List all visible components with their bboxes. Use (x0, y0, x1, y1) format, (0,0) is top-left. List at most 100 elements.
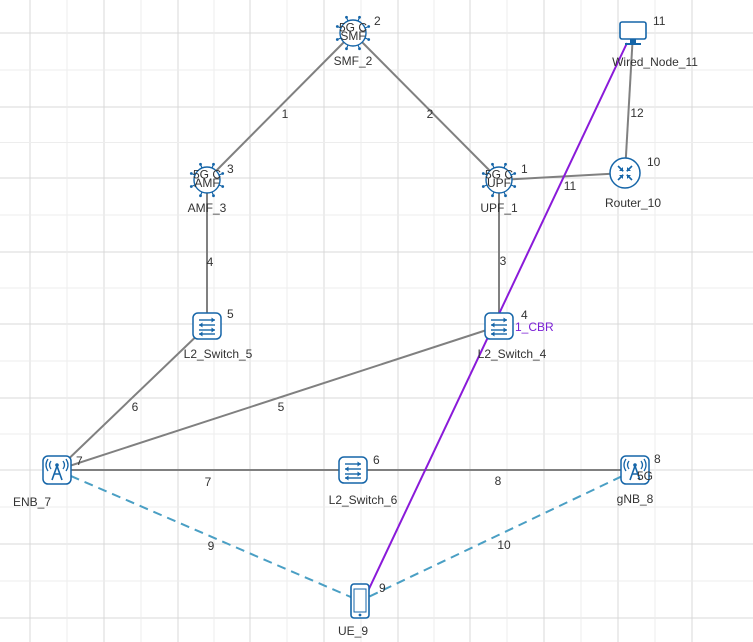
switch-arrowhead (491, 331, 495, 337)
cell-tower-5g-icon[interactable]: 5G (620, 455, 653, 485)
link-12[interactable]: 12 (624, 32, 644, 174)
link-label: 7 (205, 475, 212, 489)
monitor-neck (630, 39, 636, 43)
link-10[interactable]: 10 (359, 469, 636, 602)
icon-text: UPF (487, 176, 511, 190)
phone-body (350, 583, 370, 619)
node-sw6[interactable]: L2_Switch_6 6 (329, 453, 398, 507)
router-arrowheads (619, 167, 631, 179)
switch-arrowhead (503, 327, 507, 333)
node-sw5[interactable]: L2_Switch_55 (184, 307, 253, 361)
link-line[interactable] (56, 469, 361, 602)
antenna-dot (199, 162, 202, 166)
link-label: 11 (564, 179, 577, 193)
link-2[interactable]: 2 (352, 32, 500, 181)
link-label: 5 (278, 400, 285, 414)
link-11[interactable]: 11 (498, 172, 626, 193)
application-label-group[interactable]: 1_CBR (515, 320, 554, 334)
monitor-icon[interactable] (619, 21, 647, 45)
link-line[interactable] (352, 32, 500, 181)
node-number: 9 (379, 581, 386, 595)
icon-text: AMF (194, 176, 219, 190)
icon-text: SMF (340, 29, 365, 43)
node-circle (339, 19, 367, 47)
icon-text: 5G C (339, 21, 367, 35)
antenna-dot (189, 172, 193, 175)
link-line[interactable] (624, 32, 634, 174)
node-name: Router_10 (605, 196, 661, 210)
switch-icon[interactable] (484, 312, 514, 340)
node-number: 1 (521, 162, 528, 176)
node-sw4[interactable]: L2_Switch_4 4 (478, 308, 547, 361)
cell-tower-icon[interactable] (42, 455, 72, 485)
switch-arrowhead (503, 317, 507, 323)
switch-arrowhead (491, 322, 495, 328)
switch-arrowhead (211, 317, 215, 323)
antenna-dot (199, 194, 202, 198)
tower-waves (45, 458, 69, 472)
node-name: AMF_3 (188, 201, 227, 215)
link-label: 4 (207, 255, 214, 269)
link-label: 2 (427, 107, 434, 121)
switch-arrowhead (357, 471, 361, 477)
node-circle (485, 166, 513, 194)
node-name: L2_Switch_6 (329, 493, 398, 507)
link-7[interactable]: 7 (57, 469, 353, 489)
antenna-dot (481, 185, 485, 188)
link-line[interactable] (206, 32, 354, 181)
link-line[interactable] (359, 469, 636, 602)
node-number: 4 (521, 308, 528, 322)
link-line[interactable] (56, 325, 208, 471)
link-label: 10 (497, 538, 511, 552)
node-name: L2_Switch_4 (478, 347, 547, 361)
antenna-dot (335, 38, 339, 41)
link-9[interactable]: 9 (56, 469, 361, 602)
antenna-dot (367, 25, 371, 28)
link-line[interactable] (498, 172, 626, 181)
link-1[interactable]: 1 (206, 32, 354, 181)
node-name: SMF_2 (334, 54, 373, 68)
link-5[interactable]: 5 (56, 325, 500, 471)
node-name: UPF_1 (480, 201, 518, 215)
router-icon[interactable] (609, 157, 641, 189)
node-number: 6 (373, 453, 380, 467)
icon-text: 5G C (485, 168, 513, 182)
switch-icon[interactable] (338, 456, 368, 484)
node-number: 3 (227, 162, 234, 176)
antenna-dot (367, 38, 371, 41)
node-ue[interactable]: UE_99 (338, 581, 386, 638)
switch-icon[interactable] (192, 312, 222, 340)
antenna-dot (504, 162, 507, 166)
antenna-dot (345, 47, 348, 51)
switch-arrowhead (211, 327, 215, 333)
link-3[interactable]: 3 (498, 180, 507, 326)
link-4[interactable]: 4 (206, 180, 214, 326)
link-line[interactable] (56, 325, 500, 471)
antenna-dot (212, 162, 215, 166)
node-number: 8 (654, 452, 661, 466)
tower-top (633, 463, 637, 467)
link-label: 1 (282, 107, 289, 121)
smartphone-icon[interactable] (350, 583, 370, 619)
link-8[interactable]: 8 (353, 469, 635, 488)
antenna-dot (189, 185, 193, 188)
node-enb[interactable]: ENB_77 (13, 454, 83, 509)
link-label: 6 (132, 400, 139, 414)
router-circle (609, 157, 641, 189)
link-label: 3 (500, 254, 507, 268)
antenna-dot (221, 185, 225, 188)
link-6[interactable]: 6 (56, 325, 208, 471)
